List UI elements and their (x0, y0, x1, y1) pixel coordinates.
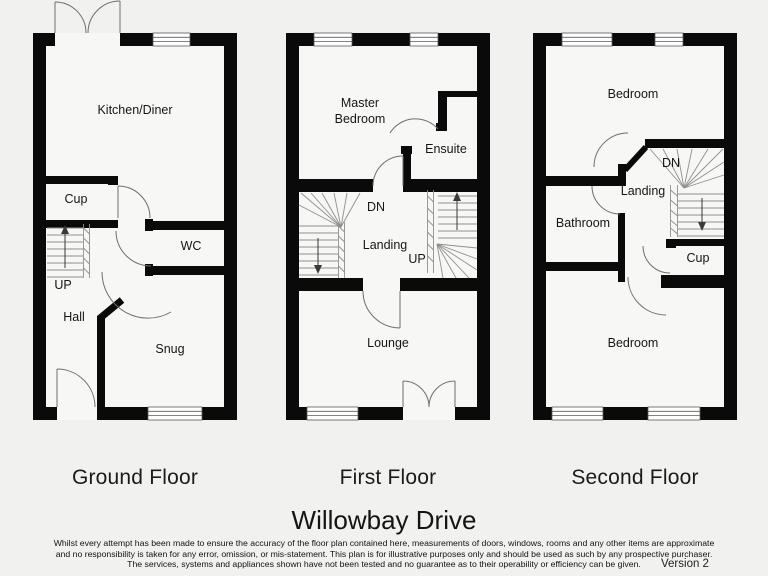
room-label-landing: Landing (363, 238, 408, 252)
door-hall (101, 271, 172, 319)
disclaimer-line-1: Whilst every attempt has been made to en… (53, 538, 715, 548)
second-floor-windows (551, 32, 701, 421)
first-floor-stairs-down (298, 192, 361, 278)
room-label-bedroom-bottom: Bedroom (608, 336, 659, 350)
disclaimer-text: Whilst every attempt has been made to en… (0, 538, 768, 570)
floor-plans-canvas: Kitchen/Diner Cup WC UP Hall Snug (33, 0, 737, 421)
ground-floor-doors (54, 0, 172, 408)
window (313, 32, 353, 47)
first-floor-footprint (286, 33, 490, 420)
window (654, 32, 684, 47)
french-doors (54, 0, 121, 34)
second-floor-doors (591, 132, 671, 316)
room-label-lounge: Lounge (367, 336, 409, 350)
down-arrow-icon (698, 222, 706, 231)
up-arrow-icon (61, 225, 69, 234)
stair-label-up: UP (408, 252, 425, 266)
window (647, 406, 701, 421)
second-floor-caption: Second Floor (571, 466, 699, 489)
ground-floor-plan: Kitchen/Diner Cup WC UP Hall Snug (33, 0, 237, 421)
front-door (56, 368, 96, 408)
disclaimer-line-2: and no responsibility is taken for any e… (55, 548, 713, 559)
landing-angled-wall (622, 144, 649, 173)
window (147, 406, 203, 421)
second-floor-walls (533, 33, 737, 420)
door-cup (642, 245, 671, 274)
door-bathroom (591, 185, 621, 215)
room-label-hall: Hall (63, 310, 85, 324)
first-floor-plan: Master Bedroom Ensuite DN Landing UP Lou… (286, 32, 490, 421)
version-label: Version 2 (661, 558, 709, 570)
door-master-bedroom (372, 155, 404, 187)
first-floor-caption: First Floor (339, 466, 437, 489)
first-floor-stairs-up (427, 190, 478, 279)
page-title: Willowbay Drive (291, 505, 477, 535)
first-floor-walls (286, 33, 490, 420)
window (306, 406, 359, 421)
window (551, 406, 604, 421)
room-label-cup: Cup (687, 251, 710, 265)
room-label-master-line2: Bedroom (335, 112, 386, 126)
second-floor-plan: Bedroom DN Landing Bathroom Cup Bedroom (533, 32, 737, 421)
room-label-bathroom: Bathroom (556, 216, 610, 230)
door-bedroom-top (593, 132, 629, 168)
room-label-bedroom-top: Bedroom (608, 87, 659, 101)
hall-angled-wall (96, 297, 125, 322)
disclaimer-line-3: The services, systems and appliances sho… (127, 559, 641, 570)
ground-floor-windows (147, 32, 203, 421)
french-doors (402, 380, 456, 408)
room-label-snug: Snug (155, 342, 184, 356)
ground-floor-stairs (47, 224, 90, 278)
window (152, 32, 191, 47)
room-label-landing: Landing (621, 184, 666, 198)
up-arrow-icon (453, 192, 461, 201)
stair-label-dn: DN (662, 156, 680, 170)
second-floor-labels: Bedroom DN Landing Bathroom Cup Bedroom (556, 87, 710, 350)
first-floor-windows (306, 32, 439, 421)
ground-floor-caption: Ground Floor (71, 466, 199, 489)
door-ensuite (389, 118, 439, 134)
stair-label-up: UP (54, 278, 71, 292)
ground-floor-walls (33, 33, 237, 420)
door-lounge (362, 290, 401, 329)
stair-label-dn: DN (367, 200, 385, 214)
room-label-cup: Cup (65, 192, 88, 206)
first-floor-doors (362, 118, 456, 408)
door-wc (115, 230, 152, 267)
window (561, 32, 613, 47)
door-kitchen (117, 185, 151, 219)
window (409, 32, 439, 47)
room-label-kitchen-diner: Kitchen/Diner (97, 103, 172, 117)
ground-floor-labels: Kitchen/Diner Cup WC UP Hall Snug (54, 103, 201, 356)
down-arrow-icon (314, 265, 322, 274)
room-label-ensuite: Ensuite (425, 142, 467, 156)
room-label-master-line1: Master (341, 96, 379, 110)
first-floor-labels: Master Bedroom Ensuite DN Landing UP Lou… (335, 96, 467, 350)
room-label-wc: WC (181, 239, 202, 253)
second-floor-stairs-down (649, 148, 725, 237)
door-bedroom-bottom (627, 276, 667, 316)
